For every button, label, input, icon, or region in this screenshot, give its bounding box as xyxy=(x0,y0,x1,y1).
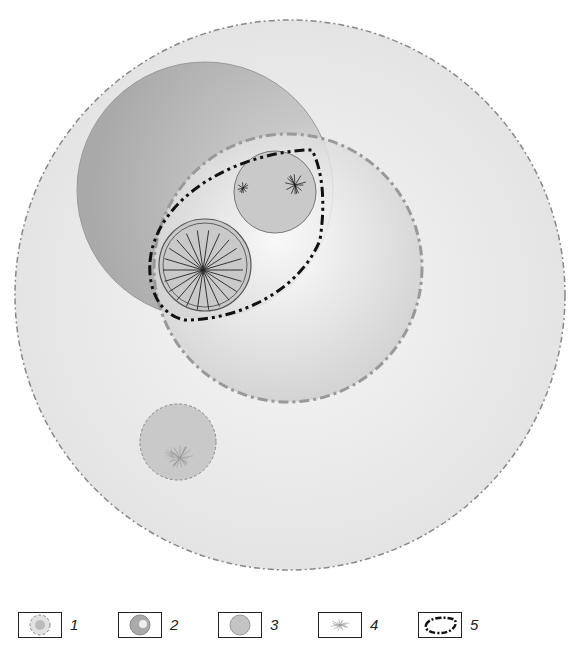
ray-line xyxy=(203,240,229,270)
ray-line xyxy=(238,188,243,190)
ray-line xyxy=(295,185,299,193)
outer-region xyxy=(15,20,565,570)
ray-line xyxy=(197,230,203,270)
large-cell-inner xyxy=(163,223,247,307)
legend-sample xyxy=(418,612,462,638)
ray-line xyxy=(165,270,203,281)
overlap-outline xyxy=(150,150,323,320)
legend: 1 2 3 4 5 xyxy=(0,600,572,649)
ray-line xyxy=(238,185,243,188)
ray-line xyxy=(165,259,203,270)
ray-line xyxy=(171,447,173,455)
legend-number: 5 xyxy=(470,616,478,633)
ray-line xyxy=(172,455,175,461)
ray-line xyxy=(286,185,295,190)
ray-line xyxy=(177,270,203,300)
ray-line xyxy=(294,174,296,185)
ray-line xyxy=(172,451,179,455)
legend-number: 4 xyxy=(370,616,378,633)
legend-number: 2 xyxy=(170,616,178,633)
legend-sample xyxy=(118,612,162,638)
ray-line xyxy=(180,456,193,458)
outer-cell xyxy=(140,404,216,480)
ray-line xyxy=(180,458,182,468)
illustration xyxy=(0,0,572,600)
ray-line xyxy=(180,447,186,458)
ray-line xyxy=(203,270,241,281)
legend-sample xyxy=(18,612,62,638)
ray-line xyxy=(172,455,174,461)
ray-line xyxy=(203,270,243,271)
ray-line xyxy=(295,185,297,194)
ray-line xyxy=(165,455,172,456)
legend-number: 3 xyxy=(270,616,278,633)
legend-number: 1 xyxy=(70,616,78,633)
ray-line xyxy=(165,452,172,455)
ray-line xyxy=(295,182,306,185)
legend-sample xyxy=(318,612,362,638)
legend-sample xyxy=(218,612,262,638)
ray-line xyxy=(203,270,209,310)
ray-line xyxy=(172,453,180,455)
ray-line xyxy=(174,447,180,458)
light-zone xyxy=(154,134,422,402)
ray-line xyxy=(180,447,187,458)
ray-line xyxy=(180,447,187,458)
ray-line xyxy=(203,259,241,270)
ray-line xyxy=(243,185,248,188)
ray-line xyxy=(203,248,237,270)
ray-line xyxy=(172,455,174,462)
ray-line xyxy=(163,270,203,271)
large-cell xyxy=(159,219,251,311)
ray-line xyxy=(169,270,203,292)
